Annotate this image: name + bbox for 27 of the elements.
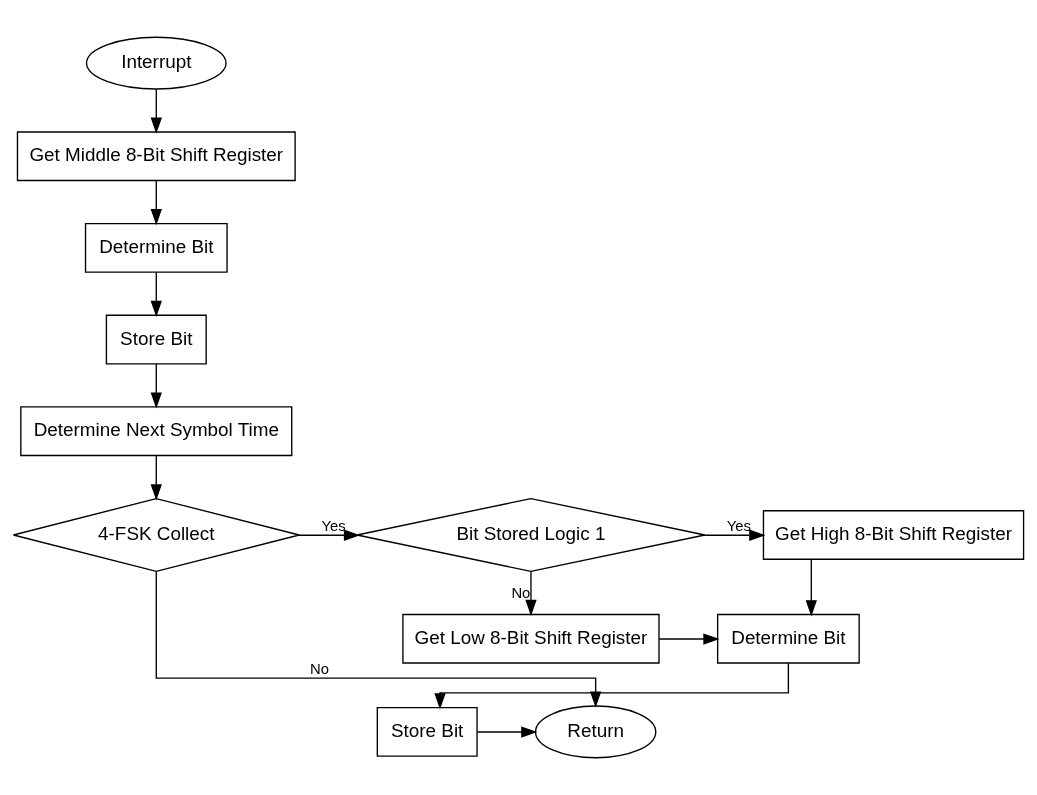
arrow xyxy=(150,180,162,226)
arrow xyxy=(703,529,766,541)
edge-label: Yes xyxy=(726,517,752,534)
arrow xyxy=(476,726,538,738)
node-box: Store Bit xyxy=(376,706,478,757)
arrow xyxy=(525,571,537,617)
edge-label: Yes xyxy=(321,517,346,534)
node-diamond: Bit Stored Logic 1 xyxy=(356,497,706,573)
arrow xyxy=(150,363,162,409)
node-box: Get Middle 8-Bit Shift Register xyxy=(16,131,296,182)
node-ellipse: Return xyxy=(534,705,657,759)
node-ellipse: Interrupt xyxy=(85,36,227,90)
node-box: Get Low 8-Bit Shift Register xyxy=(402,613,660,664)
arrow xyxy=(150,88,162,134)
node-box: Get High 8-Bit Shift Register xyxy=(762,510,1025,560)
arrow xyxy=(150,455,162,501)
edge-label: No xyxy=(310,660,330,677)
arrow xyxy=(658,633,720,645)
node-box: Store Bit xyxy=(105,314,207,365)
arrow xyxy=(297,529,361,541)
edge-label: No xyxy=(511,585,531,602)
node-box: Determine Bit xyxy=(84,222,228,273)
arrow xyxy=(150,271,162,317)
node-box: Determine Bit xyxy=(716,613,860,664)
node-box: Determine Next Symbol Time xyxy=(20,406,293,457)
arrow xyxy=(805,558,817,617)
node-diamond: 4-FSK Collect xyxy=(12,497,300,573)
